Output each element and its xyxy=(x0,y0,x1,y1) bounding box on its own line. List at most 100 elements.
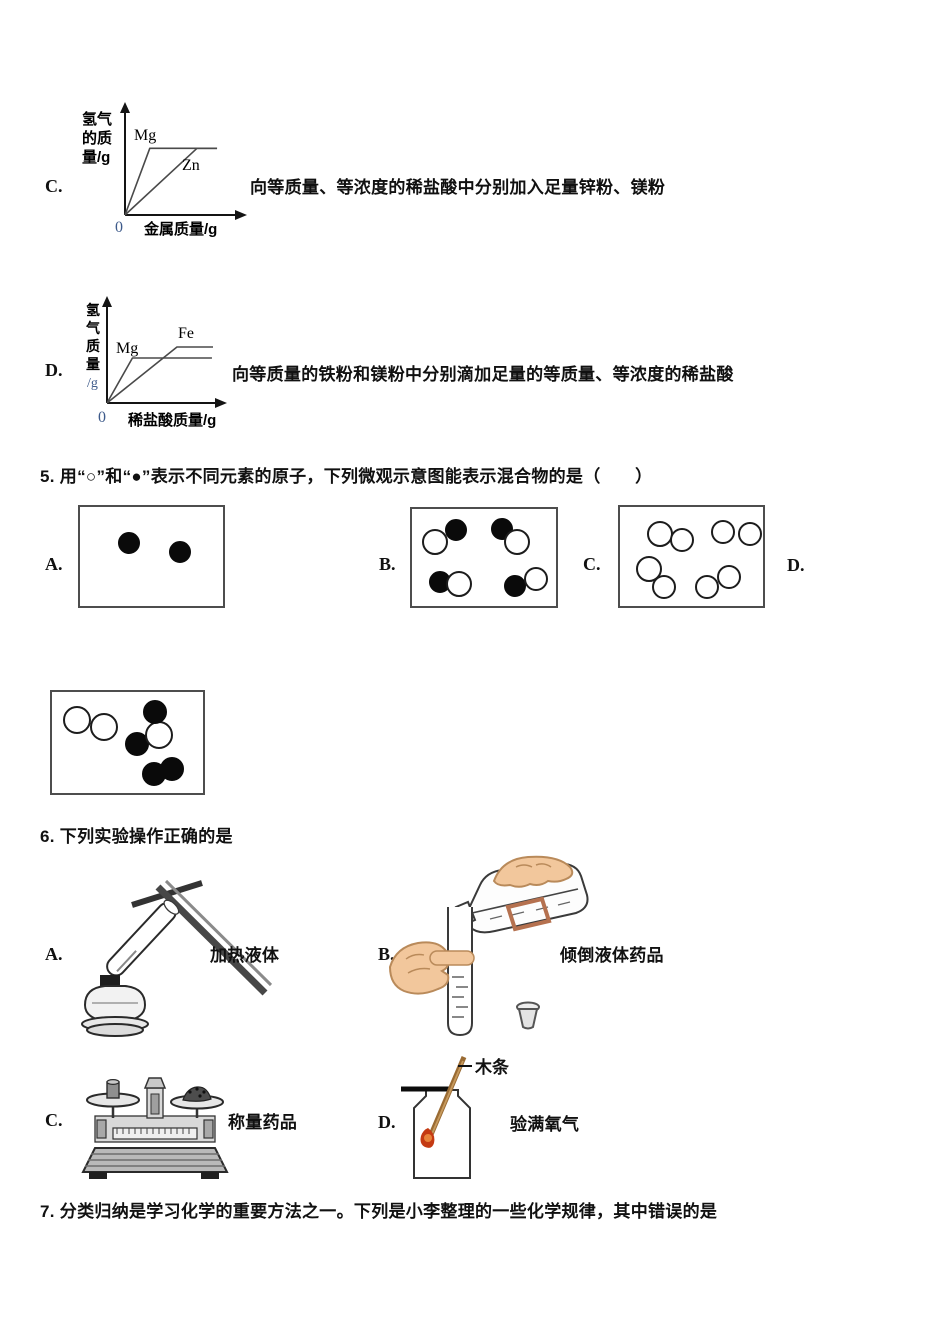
splint-highlight xyxy=(431,1060,464,1135)
y-label-char-1: 氢 xyxy=(86,302,100,318)
liquid-level xyxy=(116,950,137,973)
white-atom xyxy=(670,528,694,552)
receiving-test-tube xyxy=(447,907,473,1037)
origin-label: 0 xyxy=(98,409,106,426)
white-atom xyxy=(695,575,719,599)
zn-curve xyxy=(124,147,218,216)
black-atom xyxy=(504,575,526,597)
splint-annotation: 木条 xyxy=(474,1057,510,1077)
pouring-hand xyxy=(492,855,574,888)
y-label-char-2: 气 xyxy=(85,320,100,336)
y-label-char-3: 质 xyxy=(86,338,100,354)
white-atom xyxy=(63,706,91,734)
stopper-body xyxy=(517,1008,539,1030)
pouring-liquid-illustration xyxy=(388,855,589,1037)
balance-left-foot xyxy=(89,1172,107,1179)
balance-scale-illustration xyxy=(81,1077,229,1179)
option-d-description: 向等质量的铁粉和镁粉中分别滴加足量的等质量、等浓度的稀盐酸 xyxy=(232,365,734,384)
white-atom xyxy=(738,522,762,546)
test-tube xyxy=(106,899,180,977)
holding-hand-finger xyxy=(429,950,475,966)
black-atom xyxy=(118,532,140,554)
white-atom xyxy=(711,520,735,544)
fe-series-label: Fe xyxy=(178,325,194,342)
heating-liquid-illustration xyxy=(81,879,273,1037)
y-axis-label-line3: 量/g xyxy=(82,149,110,166)
y-axis-label-line1: 氢气 xyxy=(82,110,112,128)
question-7-text: 7. 分类归纳是学习化学的重要方法之一。下列是小李整理的一些化学规律，其中错误的… xyxy=(40,1202,718,1221)
black-atom xyxy=(169,541,191,563)
q5-option-b-diagram xyxy=(410,507,558,608)
q6-option-b-letter: B. xyxy=(378,944,395,964)
origin-label: 0 xyxy=(115,219,123,236)
splint-ember-core xyxy=(424,1134,432,1142)
right-adjust-knob xyxy=(203,1119,214,1139)
mg-curve xyxy=(124,147,218,216)
q6-option-c-letter: C. xyxy=(45,1110,63,1130)
option-c-letter: C. xyxy=(45,176,63,196)
graph-acid-mass: 氢 气 质 量 /g Mg Fe 0 稀盐酸质量/g xyxy=(85,296,227,429)
y-axis-arrow xyxy=(102,296,112,307)
option-c-description: 向等质量、等浓度的稀盐酸中分别加入足量锌粉、镁粉 xyxy=(250,178,666,197)
white-atom xyxy=(652,575,676,599)
fe-curve xyxy=(106,346,213,404)
question-6-text: 6. 下列实验操作正确的是 xyxy=(40,827,233,846)
q5-option-a-diagram xyxy=(78,505,225,608)
pillar-top xyxy=(143,1077,167,1089)
mg-series-label: Mg xyxy=(134,127,156,144)
x-axis-arrow xyxy=(215,398,227,408)
y-axis-label-line2: 的质 xyxy=(82,129,112,147)
zn-series-label: Zn xyxy=(182,157,200,174)
white-atom xyxy=(636,556,662,582)
q6-option-d-letter: D. xyxy=(378,1112,396,1132)
q6-option-b-caption: 倾倒液体药品 xyxy=(560,946,664,965)
test-tube-mouth xyxy=(163,899,180,915)
bottle-label-frame xyxy=(505,896,552,932)
weight-top xyxy=(106,1078,120,1086)
holding-hand xyxy=(388,941,450,995)
q6-option-c-caption: 称量药品 xyxy=(228,1113,298,1132)
white-atom xyxy=(90,713,118,741)
pouring-hand-fingers xyxy=(515,863,552,868)
white-atom xyxy=(524,567,548,591)
test-tube-body xyxy=(106,902,177,977)
q5-option-c-letter: C. xyxy=(583,554,601,574)
lamp-foot xyxy=(86,1023,144,1037)
mg-curve xyxy=(106,357,212,404)
q5-option-d-diagram xyxy=(50,690,205,795)
x-axis-arrow xyxy=(235,210,247,220)
lamp-collar xyxy=(100,975,120,988)
rider-scale xyxy=(112,1127,198,1140)
black-atom xyxy=(445,519,467,541)
scale-ticks xyxy=(116,1128,190,1134)
x-axis-label: 金属质量/g xyxy=(143,220,217,238)
white-atom xyxy=(647,521,673,547)
gas-bottle xyxy=(413,1089,471,1179)
q6-option-d-caption: 验满氧气 xyxy=(510,1115,580,1134)
question-5-text: 5. 用“○”和“●”表示不同元素的原子，下列微观示意图能表示混合物的是（ ） xyxy=(40,467,653,486)
oxygen-test-illustration: 木条 xyxy=(401,1056,510,1179)
white-atom xyxy=(446,571,472,597)
q6-option-a-caption: 加热液体 xyxy=(210,946,280,965)
holding-hand-lines xyxy=(405,953,431,974)
mg-series-label: Mg xyxy=(116,340,138,357)
left-adjust-knob xyxy=(96,1119,107,1139)
black-atom xyxy=(143,700,167,724)
white-atom xyxy=(422,529,448,555)
balance-right-foot xyxy=(201,1172,219,1179)
q5-option-b-letter: B. xyxy=(379,554,396,574)
y-label-char-4: 量 xyxy=(86,356,100,372)
pointer-housing xyxy=(150,1093,160,1115)
q6-option-a-letter: A. xyxy=(45,944,63,964)
x-axis-label: 稀盐酸质量/g xyxy=(128,411,216,429)
y-label-char-5: /g xyxy=(87,376,98,391)
q5-option-a-letter: A. xyxy=(45,554,63,574)
black-atom xyxy=(160,757,184,781)
option-d-letter: D. xyxy=(45,360,63,380)
white-atom xyxy=(504,529,530,555)
tube-liquid-dashes xyxy=(452,976,468,1018)
white-atom xyxy=(145,721,173,749)
clamp-handle-highlight xyxy=(164,879,273,987)
q5-option-c-diagram xyxy=(618,505,765,608)
